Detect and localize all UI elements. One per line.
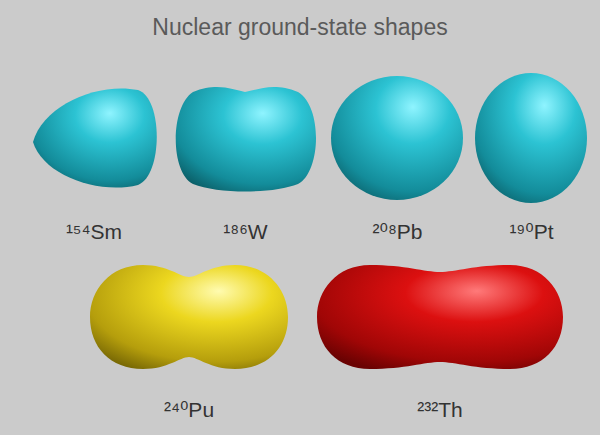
nucleus-shape: ¹⁵⁴Sm [28, 80, 160, 195]
nucleus-outline [90, 265, 288, 369]
nucleus-surface [315, 262, 565, 372]
isotope-label: ²³²Th [295, 398, 585, 422]
isotope-label: ¹⁹⁰Pt [455, 220, 600, 244]
nucleus-surface [475, 73, 588, 204]
nucleus-surface [88, 262, 290, 372]
nucleus-shape: ²⁰⁸Pb [331, 76, 464, 200]
nucleus-outline [475, 73, 587, 203]
isotope-label: ¹⁸⁶W [153, 220, 338, 244]
figure-title: Nuclear ground-state shapes [0, 14, 600, 41]
nucleus-shape: ¹⁸⁶W [173, 82, 318, 192]
nucleus-outline [33, 88, 157, 187]
isotope-label: ¹⁵⁴Sm [8, 220, 180, 244]
nucleus-shape: ²⁴⁰Pu [88, 262, 290, 372]
isotope-label: ²⁰⁸Pb [311, 220, 484, 244]
isotope-label: ²⁴⁰Pu [68, 398, 310, 422]
nucleus-outline [331, 76, 463, 200]
nucleus-shape: ¹⁹⁰Pt [475, 73, 588, 204]
nucleus-surface [173, 82, 318, 192]
nucleus-outline [317, 265, 563, 369]
nucleus-surface [331, 76, 464, 200]
nucleus-outline [176, 87, 316, 191]
nucleus-shape: ²³²Th [315, 262, 565, 372]
nucleus-surface [28, 80, 160, 195]
